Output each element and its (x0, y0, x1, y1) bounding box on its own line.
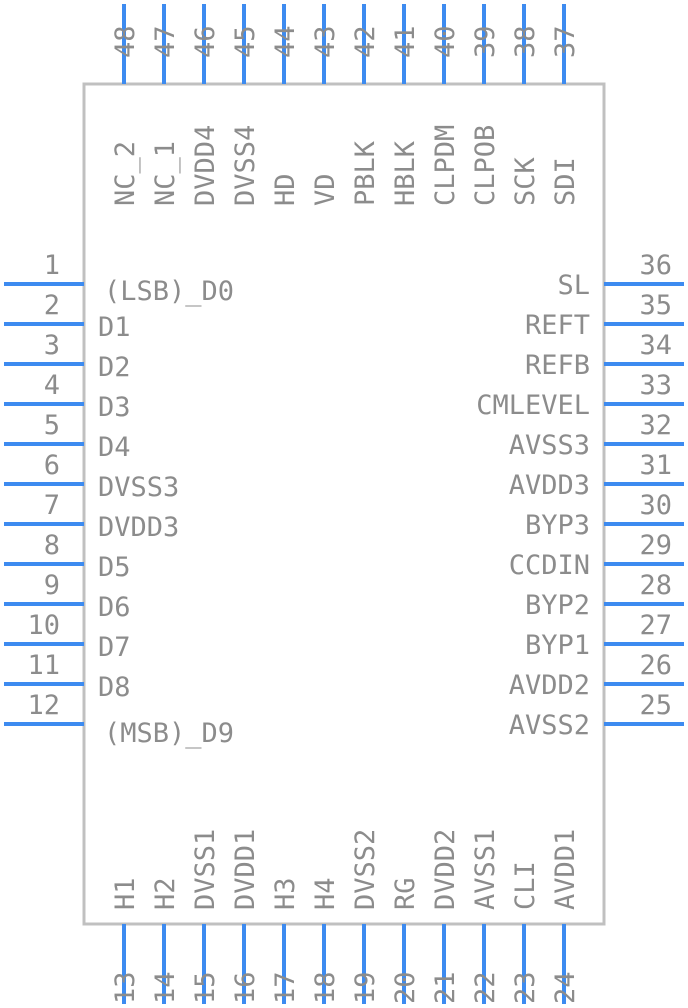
pin-label-32: AVSS3 (509, 430, 590, 461)
pin-number-16: 16 (230, 971, 261, 1004)
pin-label-26: AVDD2 (509, 670, 590, 701)
pin-number-3: 3 (44, 330, 60, 361)
pin-label-9: D6 (98, 592, 131, 623)
pin-number-47: 47 (150, 25, 181, 58)
pin-label-6: DVSS3 (98, 472, 179, 503)
pin-label-13: H1 (110, 877, 141, 910)
pin-label-1: (LSB)_D0 (104, 276, 234, 307)
pin-number-19: 19 (350, 971, 381, 1004)
pin-label-35: REFT (525, 310, 590, 341)
pin-number-25: 25 (639, 690, 672, 721)
pin-number-11: 11 (27, 650, 60, 681)
pin-number-45: 45 (230, 25, 261, 58)
pin-number-34: 34 (639, 330, 672, 361)
pin-number-27: 27 (639, 610, 672, 641)
pin-number-46: 46 (190, 25, 221, 58)
pin-number-42: 42 (350, 25, 381, 58)
pin-number-6: 6 (44, 450, 60, 481)
pin-label-47: NC_1 (150, 141, 181, 206)
pin-number-12: 12 (27, 690, 60, 721)
pin-label-19: DVSS2 (350, 829, 381, 910)
pin-label-27: BYP1 (525, 630, 590, 661)
pin-number-23: 23 (510, 971, 541, 1004)
pin-label-33: CMLEVEL (476, 390, 590, 421)
pin-number-33: 33 (639, 370, 672, 401)
pin-number-29: 29 (639, 530, 672, 561)
pin-label-40: CLPDM (430, 125, 461, 206)
pin-number-24: 24 (550, 971, 581, 1004)
pin-number-15: 15 (190, 971, 221, 1004)
pin-label-20: RG (390, 877, 421, 910)
pin-label-2: D1 (98, 312, 131, 343)
pin-number-39: 39 (470, 25, 501, 58)
pin-label-44: HD (270, 173, 301, 206)
pin-label-29: CCDIN (509, 550, 590, 581)
pin-number-7: 7 (44, 490, 60, 521)
pin-number-43: 43 (310, 25, 341, 58)
pin-number-35: 35 (639, 290, 672, 321)
pin-label-41: HBLK (390, 140, 421, 206)
pin-number-38: 38 (510, 25, 541, 58)
pin-number-8: 8 (44, 530, 60, 561)
pin-label-46: DVDD4 (190, 125, 221, 206)
pin-label-43: VD (310, 173, 341, 206)
pin-label-31: AVDD3 (509, 470, 590, 501)
pin-label-22: AVSS1 (470, 829, 501, 910)
pin-label-15: DVSS1 (190, 829, 221, 910)
pin-label-28: BYP2 (525, 590, 590, 621)
pin-label-36: SL (557, 270, 590, 301)
pin-label-11: D8 (98, 672, 131, 703)
pin-number-48: 48 (110, 25, 141, 58)
pin-number-21: 21 (430, 971, 461, 1004)
pin-label-39: CLPOB (470, 125, 501, 206)
pin-number-31: 31 (639, 450, 672, 481)
pin-number-41: 41 (390, 25, 421, 58)
pin-number-17: 17 (270, 971, 301, 1004)
pin-label-16: DVDD1 (230, 829, 261, 910)
pin-label-17: H3 (270, 877, 301, 910)
pin-label-4: D3 (98, 392, 131, 423)
pin-number-1: 1 (44, 250, 60, 281)
pin-number-10: 10 (27, 610, 60, 641)
pin-label-12: (MSB)_D9 (104, 718, 234, 749)
pin-label-34: REFB (525, 350, 590, 381)
pin-number-14: 14 (150, 971, 181, 1004)
pin-label-48: NC_2 (110, 141, 141, 206)
pin-label-37: SDI (550, 157, 581, 206)
pin-number-5: 5 (44, 410, 60, 441)
pin-number-4: 4 (44, 370, 60, 401)
pin-number-18: 18 (310, 971, 341, 1004)
pin-label-45: DVSS4 (230, 125, 261, 206)
pin-number-30: 30 (639, 490, 672, 521)
pin-label-38: SCK (510, 156, 541, 206)
pin-label-14: H2 (150, 877, 181, 910)
pin-number-2: 2 (44, 290, 60, 321)
pin-label-18: H4 (310, 877, 341, 910)
pin-label-7: DVDD3 (98, 512, 179, 543)
pin-number-40: 40 (430, 25, 461, 58)
pin-label-23: CLI (510, 861, 541, 910)
pin-number-44: 44 (270, 25, 301, 58)
pin-label-30: BYP3 (525, 510, 590, 541)
pin-label-25: AVSS2 (509, 710, 590, 741)
pin-label-21: DVDD2 (430, 829, 461, 910)
pin-label-5: D4 (98, 432, 131, 463)
pin-number-28: 28 (639, 570, 672, 601)
pin-number-36: 36 (639, 250, 672, 281)
pin-number-26: 26 (639, 650, 672, 681)
ic-body (82, 82, 606, 926)
pin-number-20: 20 (390, 971, 421, 1004)
pin-label-24: AVDD1 (550, 829, 581, 910)
pin-label-10: D7 (98, 632, 131, 663)
pin-number-32: 32 (639, 410, 672, 441)
pin-label-8: D5 (98, 552, 131, 583)
pin-label-42: PBLK (350, 140, 381, 206)
pin-label-3: D2 (98, 352, 131, 383)
pin-number-37: 37 (550, 25, 581, 58)
pin-number-13: 13 (110, 971, 141, 1004)
pin-number-9: 9 (44, 570, 60, 601)
pin-number-22: 22 (470, 971, 501, 1004)
